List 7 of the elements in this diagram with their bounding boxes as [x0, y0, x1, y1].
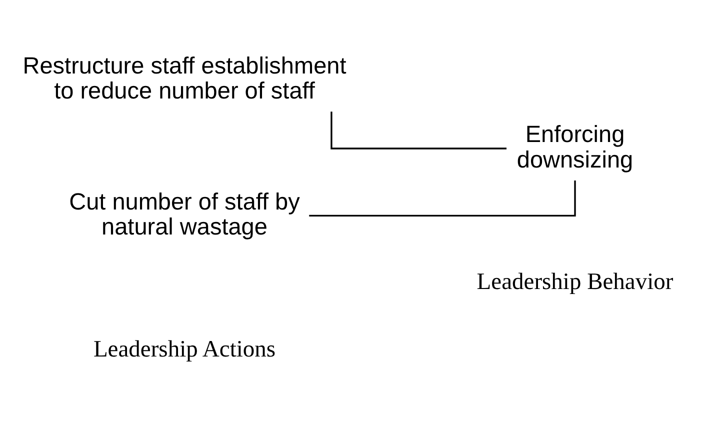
connector	[309, 180, 576, 217]
label: Leadership Actions	[93, 336, 276, 362]
label: Leadership Behavior	[476, 269, 674, 296]
node-text: Cut number of staff by natural wastage	[69, 188, 300, 240]
connector	[330, 112, 507, 150]
node-text: Enforcing downsizing	[516, 121, 634, 172]
node-text: Restructure staff establishment to reduce number of staff	[22, 52, 346, 104]
